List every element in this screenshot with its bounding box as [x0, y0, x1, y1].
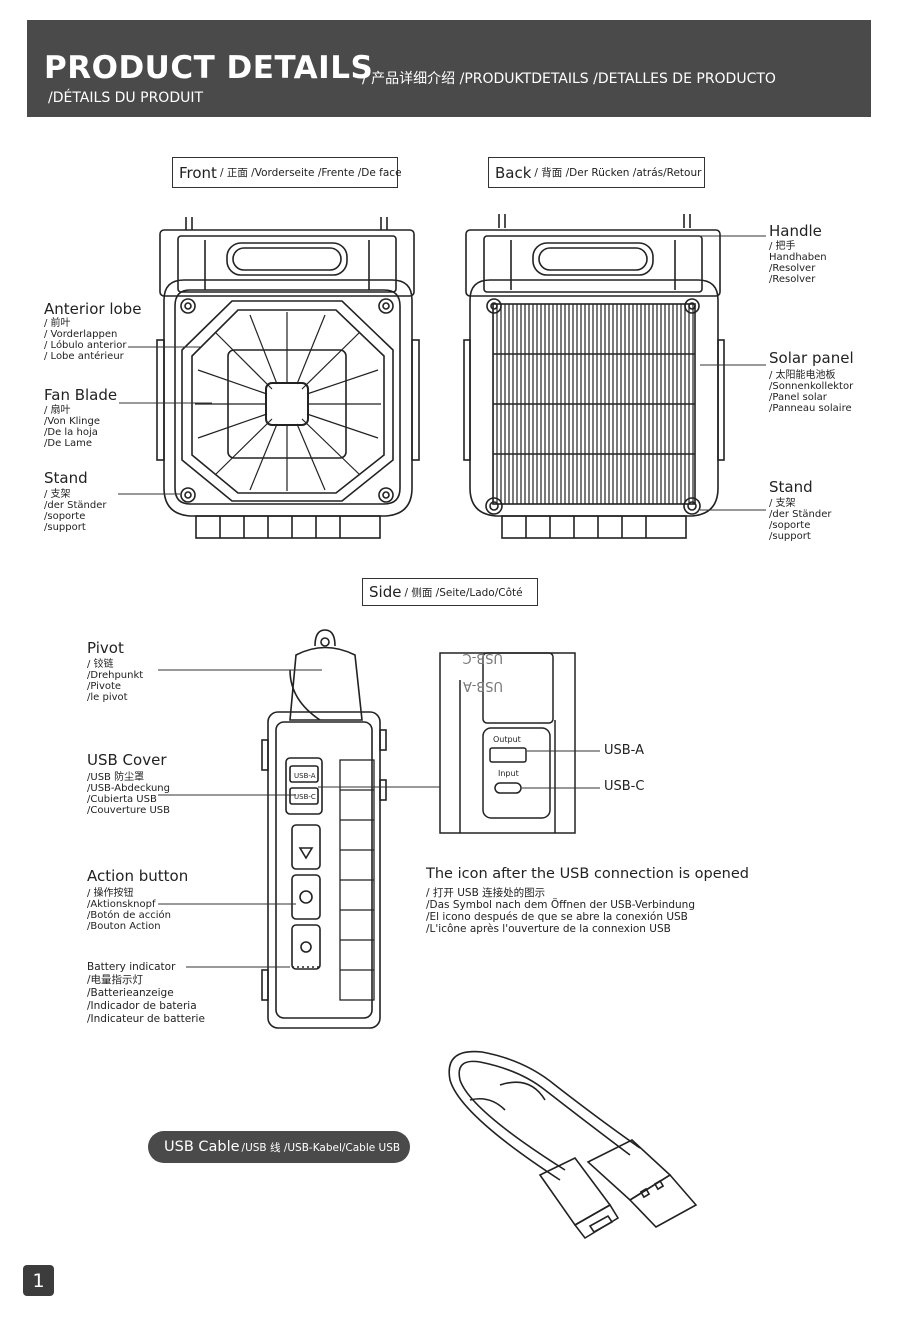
anterior-lobe-title: Anterior lobe	[44, 300, 142, 318]
handle-translations: / 把手 Handhaben /Resolver /Resolver	[769, 241, 827, 285]
usb-c-label: USB-C	[604, 779, 645, 794]
pivot-translations: / 铰链 /Drehpunkt /Pivote /le pivot	[87, 659, 144, 703]
front-view-drawing	[156, 217, 420, 539]
title-translation-french: /DÉTAILS DU PRODUIT	[48, 90, 204, 106]
usb-cable-label: USB Cable /USB 线 /USB-Kabel/Cable USB	[148, 1131, 410, 1163]
side-label-main: Side	[369, 583, 402, 601]
fan-blade-title: Fan Blade	[44, 386, 118, 404]
action-button-translations: / 操作按钮 /Aktionsknopf /Botón de acción /B…	[87, 888, 171, 932]
side-usb-c-text: USB-C	[294, 793, 316, 801]
usb-port-detail: Output Input USB-A USB-C	[439, 650, 576, 834]
front-label-translations: / 正面 /Vorderseite /Frente /De face	[219, 167, 402, 179]
side-view-label: Side / 侧面 /Seite/Lado/Côté	[362, 578, 538, 606]
title-translations: / 产品详细介绍 /PRODUKTDETAILS /DETALLES DE PR…	[362, 71, 776, 87]
battery-indicator-label: Battery indicator /电量指示灯 /Batterieanzeig…	[87, 961, 205, 1025]
side-usb-a-text: USB-A	[294, 772, 316, 780]
back-stand-title: Stand	[769, 478, 813, 496]
side-view-drawing: USB-A USB-C	[261, 629, 387, 1029]
usb-cable-translations: /USB 线 /USB-Kabel/Cable USB	[241, 1141, 401, 1154]
handle-title: Handle	[769, 222, 822, 240]
solar-panel-title: Solar panel	[769, 349, 854, 367]
input-text: Input	[498, 769, 519, 778]
pivot-title: Pivot	[87, 639, 124, 657]
usb-icon-translations: / 打开 USB 连接处的图示 /Das Symbol nach dem Öff…	[426, 887, 695, 935]
anterior-lobe-translations: / 前叶 / Vorderlappen / Lóbulo anterior / …	[44, 318, 127, 362]
page-number: 1	[23, 1265, 54, 1296]
fan-blade-translations: / 扇叶 /Von Klinge /De la hoja /De Lame	[44, 405, 101, 449]
page-header	[27, 20, 871, 117]
solar-panel-translations: / 太阳能电池板 /Sonnenkollektor /Panel solar /…	[769, 370, 854, 414]
usb-cover-title: USB Cover	[87, 751, 167, 769]
usb-cover-translations: /USB 防尘罩 /USB-Abdeckung /Cubierta USB /C…	[87, 772, 170, 816]
usb-cable-drawing	[448, 1050, 698, 1240]
back-label-translations: / 背面 /Der Rücken /atrás/Retour	[534, 167, 702, 179]
back-label-main: Back	[495, 163, 532, 182]
side-label-translations: / 侧面 /Seite/Lado/Côté	[404, 586, 523, 599]
action-button-title: Action button	[87, 867, 189, 885]
leader-lines	[118, 235, 766, 968]
front-stand-title: Stand	[44, 469, 88, 487]
page-title: PRODUCT DETAILS	[44, 50, 374, 86]
usb-icon-title: The icon after the USB connection is ope…	[426, 866, 749, 882]
front-view-label: Front / 正面 /Vorderseite /Frente /De face	[172, 157, 402, 188]
flip-usb-a-text: USB-A	[463, 678, 503, 693]
usb-cable-main: USB Cable	[164, 1139, 240, 1155]
front-label-main: Front	[179, 163, 217, 182]
usb-a-label: USB-A	[604, 743, 644, 758]
front-stand-translations: / 支架 /der Ständer /soporte /support	[44, 489, 107, 533]
output-text: Output	[493, 735, 521, 744]
back-view-drawing	[463, 214, 725, 539]
back-stand-translations: / 支架 /der Ständer /soporte /support	[769, 498, 832, 542]
flip-usb-c-text: USB-C	[463, 650, 503, 665]
back-view-label: Back / 背面 /Der Rücken /atrás/Retour	[488, 157, 705, 188]
